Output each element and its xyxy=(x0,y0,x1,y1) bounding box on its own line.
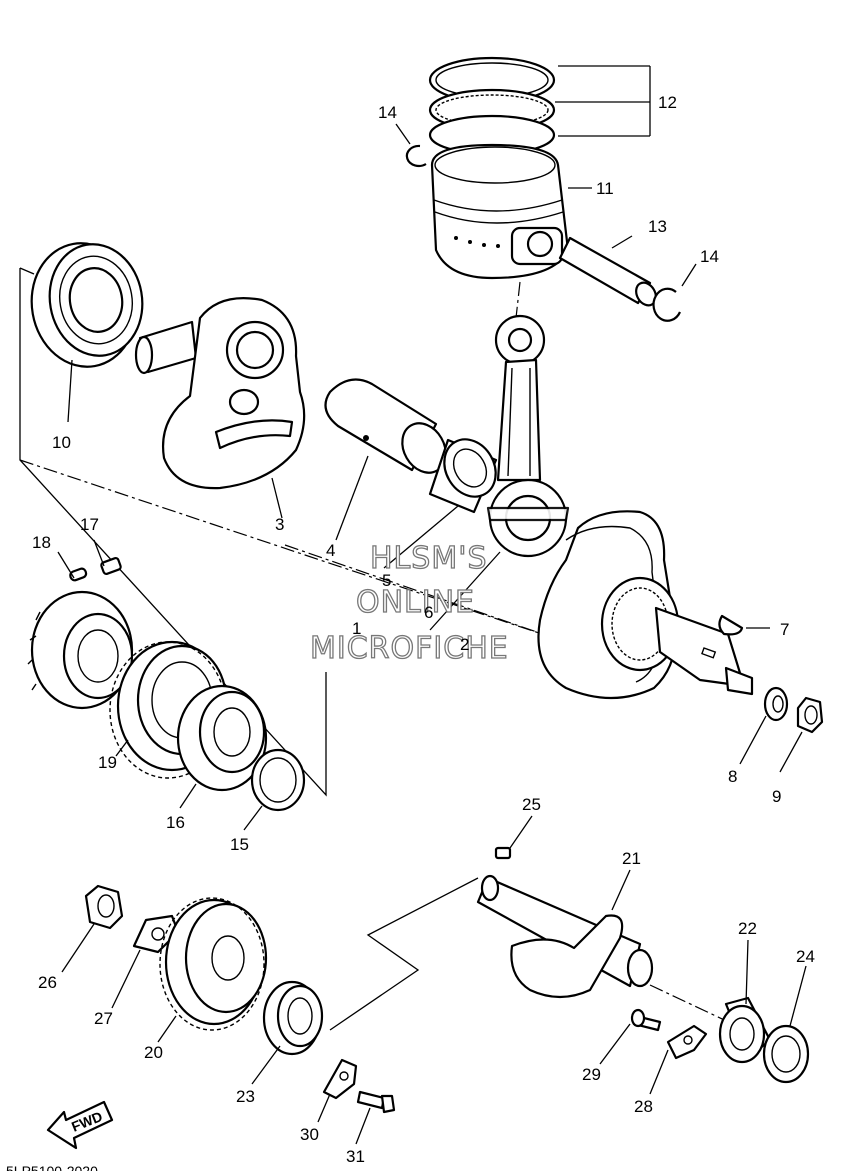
bearing-23 xyxy=(262,980,324,1056)
crankshaft-right xyxy=(537,510,754,700)
callout-5: 5 xyxy=(382,571,391,590)
watermark-line-2: ONLINE xyxy=(356,585,475,620)
callout-17: 17 xyxy=(80,515,99,534)
piston-pin-clip-left xyxy=(405,144,427,168)
washer-15 xyxy=(250,748,306,812)
leader-lines xyxy=(57,65,807,1145)
balancer-shaft-21 xyxy=(476,874,654,999)
callout-26: 26 xyxy=(38,973,57,992)
callout-22: 22 xyxy=(738,919,757,938)
callout-4: 4 xyxy=(326,541,335,560)
callout-7: 7 xyxy=(780,620,789,639)
watermark: HLSM'S ONLINE MICROFICHE xyxy=(309,540,509,666)
callout-6: 6 xyxy=(424,603,433,622)
callout-11: 11 xyxy=(596,179,614,198)
callout-12: 12 xyxy=(658,93,677,112)
callout-28: 28 xyxy=(634,1097,653,1116)
connecting-rod xyxy=(486,314,570,558)
callout-14-right: 14 xyxy=(700,247,719,266)
balancer-drive-gear-20 xyxy=(159,897,268,1031)
assembly-bracket-lines xyxy=(19,267,736,1031)
piston xyxy=(430,143,570,280)
callout-8: 8 xyxy=(728,767,737,786)
callout-9: 9 xyxy=(772,787,781,806)
callout-30: 30 xyxy=(300,1125,319,1144)
washer-8 xyxy=(763,686,789,722)
callout-19: 19 xyxy=(98,753,117,772)
buffer-boss-17-18 xyxy=(69,557,122,582)
callout-numbers: 1 2 3 4 5 6 7 8 9 10 11 12 13 14 14 15 1… xyxy=(32,93,815,1166)
piston-pin-clip-right xyxy=(652,287,682,322)
damper-plate-16 xyxy=(176,684,268,792)
watermark-line-3: MICROFICHE xyxy=(310,631,509,666)
piston-ring-set xyxy=(428,56,556,156)
crankshaft-left xyxy=(134,297,306,490)
callout-25: 25 xyxy=(522,795,541,814)
callout-24: 24 xyxy=(796,947,815,966)
callout-14-upper: 14 xyxy=(378,103,397,122)
figure-code: 5LP5100-2020 xyxy=(6,1163,98,1171)
screw-29 xyxy=(630,1008,662,1032)
callout-1: 1 xyxy=(352,619,361,638)
piston-pin xyxy=(558,236,657,307)
callout-15: 15 xyxy=(230,835,249,854)
callout-10: 10 xyxy=(52,433,71,452)
crank-pin xyxy=(324,378,447,474)
callout-23: 23 xyxy=(236,1087,255,1106)
callout-16: 16 xyxy=(166,813,185,832)
callout-13: 13 xyxy=(648,217,667,236)
nut-26 xyxy=(84,884,124,930)
callout-29: 29 xyxy=(582,1065,601,1084)
fwd-arrow-icon xyxy=(46,1100,114,1150)
crankshaft-bearing xyxy=(30,242,144,368)
oil-seal-24 xyxy=(762,1024,810,1084)
big-end-bearing xyxy=(428,438,498,514)
plate-30 xyxy=(322,1058,358,1100)
callout-3: 3 xyxy=(275,515,284,534)
callout-31: 31 xyxy=(346,1147,365,1166)
drive-gear-19-group xyxy=(27,590,134,710)
woodruff-key xyxy=(718,614,744,636)
key-25 xyxy=(494,846,512,860)
callout-2: 2 xyxy=(460,635,469,654)
callout-27: 27 xyxy=(94,1009,113,1028)
callout-18: 18 xyxy=(32,533,51,552)
nut-9 xyxy=(796,696,824,734)
bearing-22 xyxy=(718,996,772,1064)
bolt-31 xyxy=(356,1090,396,1114)
watermark-line-1: HLSM'S xyxy=(370,541,488,576)
stopper-plate-28 xyxy=(666,1024,708,1060)
callout-20: 20 xyxy=(144,1043,163,1062)
callout-21: 21 xyxy=(622,849,641,868)
